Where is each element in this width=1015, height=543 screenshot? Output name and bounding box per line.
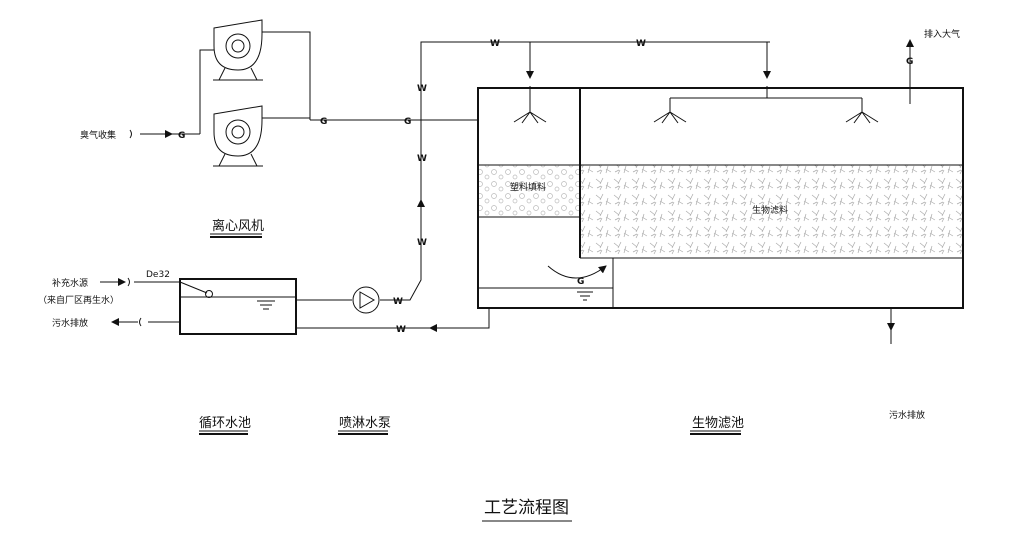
pipe-size-label: De32 <box>146 270 170 280</box>
circulation-tank <box>179 278 297 335</box>
makeup-water-note: （来自厂区再生水） <box>38 294 119 306</box>
circulation-tank-caption: 循环水池 <box>199 416 251 431</box>
gas-code-exhaust: G <box>906 57 913 67</box>
water-code-pump: W <box>393 297 403 307</box>
sewage-discharge-left-label: 污水排放 <box>52 317 88 329</box>
odor-collection-label: 臭气收集 <box>80 129 116 141</box>
centrifugal-fan-upper <box>213 19 263 81</box>
water-code-top-2: W <box>636 39 646 49</box>
water-code-vert-2: W <box>417 154 427 164</box>
gas-code-fan-outlet: G <box>320 117 327 127</box>
water-code-top-1: W <box>490 39 500 49</box>
gas-code-main: G <box>404 117 411 127</box>
centrifugal-fan-lower <box>213 105 263 167</box>
bio-media-label: 生物滤料 <box>752 204 788 216</box>
fan-caption: 离心风机 <box>212 218 264 234</box>
gas-code-internal: G <box>577 277 584 287</box>
sprinkler-header <box>653 86 879 124</box>
water-code-vert-3: W <box>417 238 427 248</box>
to-atmosphere-label: 排入大气 <box>924 28 960 40</box>
sprinkler-left <box>513 86 547 124</box>
plastic-packing-label: 塑料填料 <box>510 181 546 193</box>
sewage-discharge-right-label: 污水排放 <box>889 409 925 421</box>
diagram-title: 工艺流程图 <box>484 498 569 518</box>
water-code-return: W <box>396 325 406 335</box>
biofilter-caption: 生物滤池 <box>692 416 744 431</box>
spray-pump <box>296 286 380 314</box>
gas-code-inlet: G <box>178 131 185 141</box>
spray-pump-caption: 喷淋水泵 <box>339 416 391 431</box>
spray-water-line <box>380 41 771 301</box>
biofilter-tank <box>477 87 964 309</box>
makeup-water-label: 补充水源 <box>52 277 88 289</box>
fan-gas-piping <box>129 31 478 139</box>
water-code-vert-1: W <box>417 84 427 94</box>
